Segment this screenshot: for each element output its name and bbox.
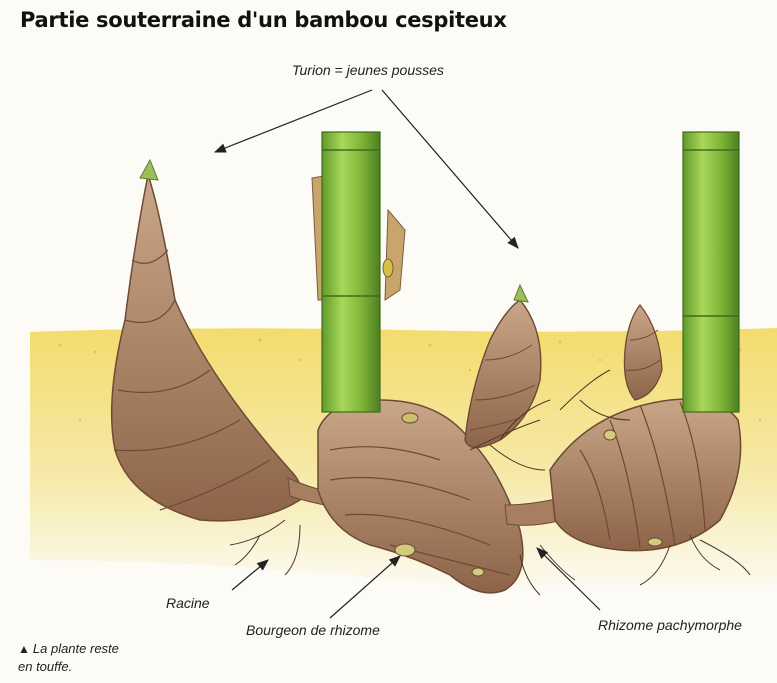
- caption-line-1: La plante reste: [33, 641, 119, 656]
- label-rhizome: Rhizome pachymorphe: [598, 617, 742, 633]
- right-culm: [683, 132, 739, 412]
- caption-note: ▲La plante reste en touffe.: [18, 640, 119, 675]
- triangle-icon: ▲: [18, 642, 30, 656]
- label-racine: Racine: [166, 595, 210, 611]
- diagram-title: Partie souterraine d'un bambou cespiteux: [20, 8, 507, 32]
- label-bourgeon: Bourgeon de rhizome: [246, 622, 380, 638]
- caption-line-2: en touffe.: [18, 659, 72, 674]
- label-turion: Turion = jeunes pousses: [292, 62, 444, 78]
